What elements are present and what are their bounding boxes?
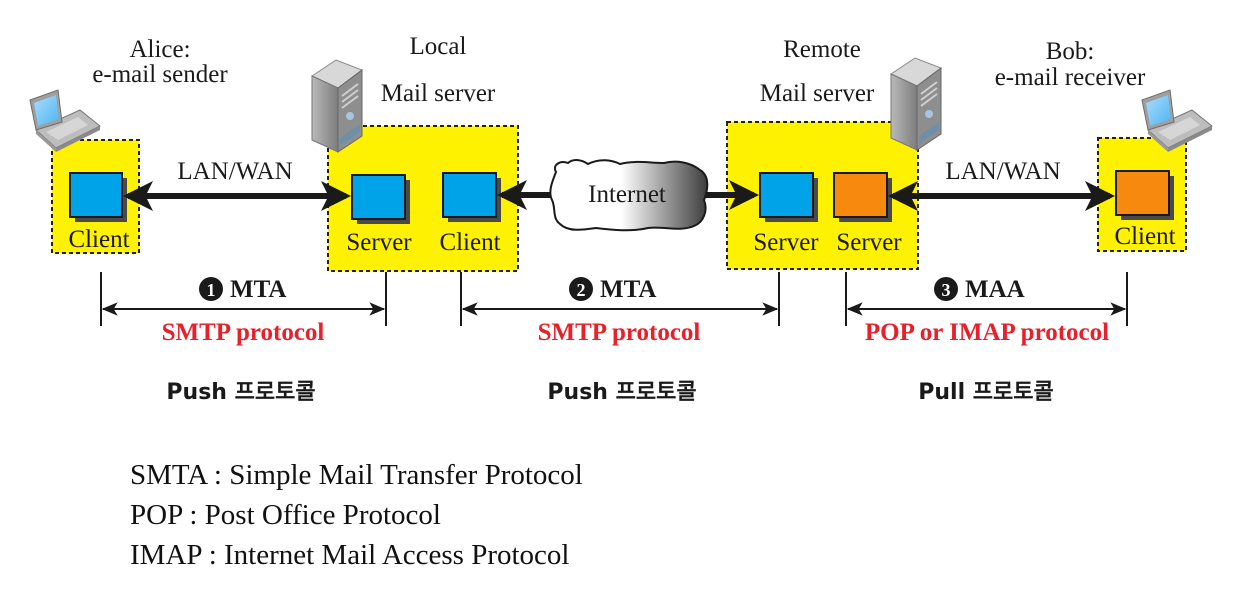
- legend-item-pop: POP : Post Office Protocol: [130, 499, 441, 531]
- stage-3-mode: Pull 프로토콜: [918, 380, 1054, 405]
- stage-2-number: 2: [577, 280, 586, 300]
- remote-server-label-2: Server: [836, 229, 902, 256]
- remote-server-title: Remote: [783, 36, 861, 63]
- internet-cloud-icon: [549, 159, 709, 232]
- remote-server-process-maa: [833, 172, 892, 222]
- bob-client-process: [1115, 170, 1174, 220]
- remote-server-subtitle: Mail server: [760, 80, 875, 107]
- bob-role: e-mail receiver: [995, 64, 1146, 91]
- alice-laptop-icon: [29, 89, 101, 152]
- stage-3-agent: MAA: [965, 276, 1025, 303]
- legend-item-smtp: SMTA : Simple Mail Transfer Protocol: [130, 459, 583, 491]
- local-mail-server-icon: [310, 59, 364, 153]
- legend-item-imap: IMAP : Internet Mail Access Protocol: [130, 539, 570, 571]
- bob-laptop-icon: [1141, 89, 1213, 152]
- stage-1-protocol: SMTP protocol: [162, 319, 325, 346]
- stage-3-number-badge: [934, 277, 958, 301]
- local-server-title: Local: [410, 33, 467, 60]
- local-client-process: [442, 172, 501, 222]
- alice-name: Alice:: [129, 36, 190, 63]
- remote-mail-server-icon: [889, 57, 943, 151]
- remote-server-label-1: Server: [753, 229, 819, 256]
- stage-2-agent: MTA: [600, 276, 656, 303]
- bob-name: Bob:: [1046, 38, 1095, 65]
- bob-client-label: Client: [1114, 223, 1175, 250]
- stage-3: 3 MAA POP or IMAP protocol Pull 프로토콜: [845, 272, 1128, 405]
- lan-wan-right-label: LAN/WAN: [945, 158, 1060, 185]
- local-server-subtitle: Mail server: [381, 80, 496, 107]
- alice-client-label: Client: [68, 226, 129, 253]
- stage-1: 1 MTA SMTP protocol Push 프로토콜: [100, 272, 387, 405]
- internet-label: Internet: [588, 181, 666, 208]
- stage-2-number-badge: [569, 277, 593, 301]
- acronym-legend: SMTA : Simple Mail Transfer Protocol POP…: [130, 455, 583, 575]
- stage-2: 2 MTA SMTP protocol Push 프로토콜: [460, 272, 780, 405]
- alice-role: e-mail sender: [92, 61, 228, 88]
- local-client-label: Client: [439, 229, 500, 256]
- local-server-label: Server: [346, 229, 412, 256]
- stage-3-protocol: POP or IMAP protocol: [865, 319, 1109, 346]
- stage-1-agent: MTA: [230, 276, 286, 303]
- stage-1-number-badge: [199, 277, 223, 301]
- stage-1-number: 1: [207, 280, 216, 300]
- stage-2-mode: Push 프로토콜: [547, 380, 696, 405]
- stage-2-protocol: SMTP protocol: [538, 319, 701, 346]
- stage-3-number: 3: [942, 280, 951, 300]
- stage-1-mode: Push 프로토콜: [166, 380, 315, 405]
- alice-client-process: [69, 172, 127, 222]
- lan-wan-left-label: LAN/WAN: [177, 158, 292, 185]
- local-server-process: [351, 174, 410, 224]
- remote-server-process-smtp: [759, 172, 818, 222]
